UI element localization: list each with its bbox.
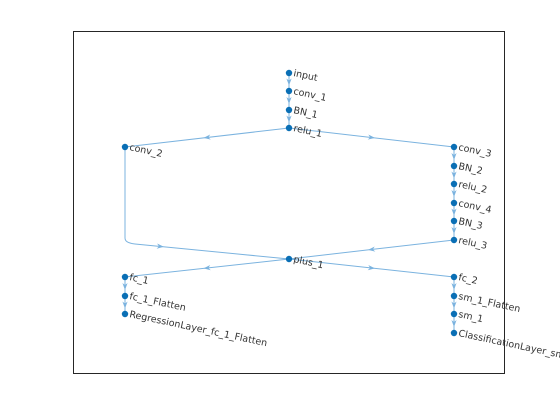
arrowhead-relu_3-to-plus_1 [368, 246, 376, 252]
arrowhead-fc_1-to-fc_1_Flatten [122, 283, 128, 290]
arrowhead-input-to-conv_1 [286, 78, 292, 86]
node-ClassificationLayer_sm_1 [450, 329, 458, 337]
arrowhead-fc_2-to-sm_1_Flatten [451, 283, 457, 290]
arrowhead-plus_1-to-fc_1 [203, 265, 211, 271]
node-plus_1 [285, 255, 293, 263]
node-input [285, 69, 293, 77]
arrowhead-BN_3-to-relu_3 [451, 227, 457, 234]
arrowhead-conv_4-to-BN_3 [451, 208, 457, 216]
node-label-fc_2: fc_2 [457, 272, 478, 287]
node-fc_1_Flatten [121, 292, 129, 300]
arrowhead-relu_2-to-conv_4 [451, 190, 457, 197]
arrowhead-conv_3-to-BN_2 [451, 153, 457, 160]
arrowhead-BN_1-to-relu_1 [286, 115, 292, 123]
node-layer [121, 69, 458, 337]
arrowhead-layer [122, 78, 457, 327]
node-conv_1 [285, 87, 293, 95]
node-sm_1 [450, 310, 458, 318]
arrowhead-conv_2-to-plus_1 [156, 243, 164, 249]
node-conv_4 [450, 199, 458, 207]
node-fc_2 [450, 273, 458, 281]
arrowhead-relu_1-to-conv_2 [203, 134, 211, 140]
arrowhead-BN_2-to-relu_2 [451, 171, 457, 179]
node-label-BN_1: BN_1 [292, 105, 318, 121]
node-label-BN_3: BN_3 [457, 216, 483, 232]
node-conv_3 [450, 143, 458, 151]
node-sm_1_Flatten [450, 292, 458, 300]
arrowhead-conv_1-to-BN_1 [286, 97, 292, 104]
node-fc_1 [121, 273, 129, 281]
node-label-input: input [292, 68, 318, 84]
node-relu_3 [450, 236, 458, 244]
edge-conv_2-to-plus_1 [124, 147, 290, 260]
node-BN_3 [450, 217, 458, 225]
node-relu_2 [450, 180, 458, 188]
node-label-BN_2: BN_2 [457, 161, 483, 177]
node-BN_1 [285, 106, 293, 114]
arrowhead-fc_1_Flatten-to-RegressionLayer_fc_1_Flatten [122, 301, 128, 309]
node-BN_2 [450, 162, 458, 170]
arrowhead-sm_1_Flatten-to-sm_1 [451, 301, 457, 309]
arrowhead-plus_1-to-fc_2 [367, 265, 375, 271]
arrowhead-relu_1-to-conv_3 [367, 134, 375, 140]
node-conv_2 [121, 143, 129, 151]
node-label-fc_1: fc_1 [128, 272, 149, 287]
node-label-sm_1: sm_1 [457, 309, 484, 325]
node-RegressionLayer_fc_1_Flatten [121, 310, 129, 318]
node-relu_1 [285, 124, 293, 132]
arrowhead-sm_1-to-ClassificationLayer_sm_1 [451, 320, 457, 327]
